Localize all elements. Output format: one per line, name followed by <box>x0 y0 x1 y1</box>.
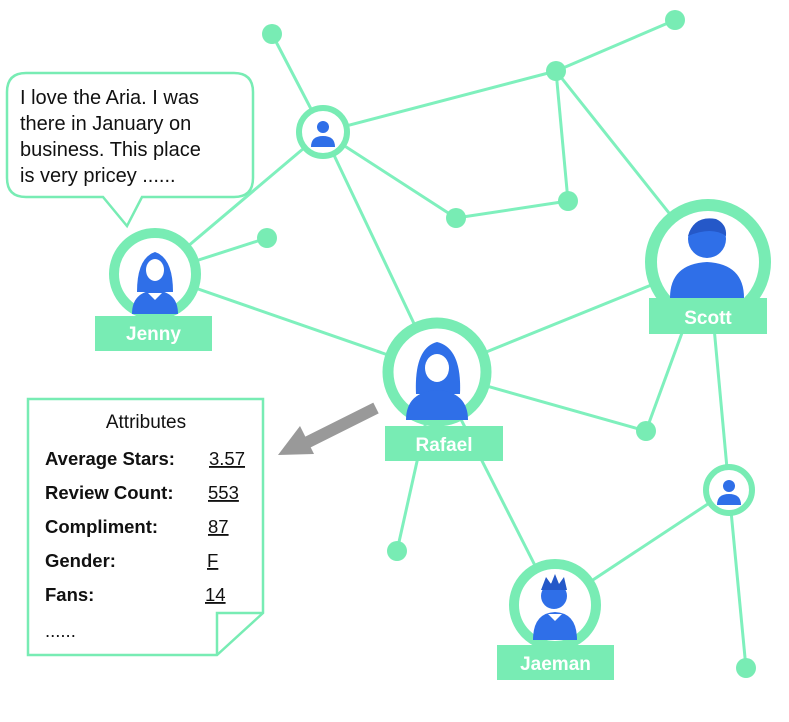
edge <box>455 199 569 220</box>
attributes-more: ...... <box>45 620 76 641</box>
pointer-arrow <box>278 402 379 455</box>
graph-node-dot <box>665 10 685 30</box>
edge <box>727 489 748 669</box>
attribute-key: Compliment: <box>45 516 158 537</box>
edge <box>322 69 557 134</box>
user-node-jenny[interactable]: Jenny <box>95 228 212 351</box>
name-label-rafael: Rafael <box>415 435 472 456</box>
attribute-key: Gender: <box>45 550 116 571</box>
bubble-line: there in January on <box>20 113 191 135</box>
graph-node-dot <box>736 658 756 678</box>
attribute-value: 553 <box>208 482 239 503</box>
user-node-jaeman[interactable]: Jaeman <box>497 559 614 680</box>
attribute-key: Fans: <box>45 584 94 605</box>
review-speech-bubble: I love the Aria. I was there in January … <box>5 71 255 229</box>
user-node-scott[interactable]: Scott <box>645 199 771 334</box>
user-node-rafael[interactable]: Rafael <box>382 317 503 461</box>
bubble-line: I love the Aria. I was <box>20 87 199 109</box>
attribute-value: 14 <box>205 584 226 605</box>
graph-node-dot <box>636 421 656 441</box>
graph-node-dot <box>262 24 282 44</box>
graph-node-dot <box>257 228 277 248</box>
attribute-value: 87 <box>208 516 229 537</box>
attribute-key: Average Stars: <box>45 448 175 469</box>
edge <box>554 70 570 202</box>
attributes-card: Attributes Average Stars: 3.57 Review Co… <box>26 397 265 657</box>
name-label-jaeman: Jaeman <box>520 654 591 675</box>
attributes-title: Attributes <box>106 412 186 433</box>
attribute-value: F <box>207 550 218 571</box>
name-label-scott: Scott <box>684 308 732 329</box>
graph-dots <box>257 10 756 678</box>
user-node-right[interactable] <box>703 464 755 516</box>
attribute-key: Review Count: <box>45 482 173 503</box>
name-label-jenny: Jenny <box>126 324 181 345</box>
bubble-line: is very pricey ...... <box>20 165 176 187</box>
user-node-top[interactable] <box>296 105 350 159</box>
attribute-value: 3.57 <box>209 448 245 469</box>
female-user-icon <box>132 252 178 314</box>
female-user-icon <box>406 342 468 420</box>
edge <box>555 18 676 73</box>
male-user-icon <box>533 574 577 640</box>
male-user-icon <box>670 218 744 298</box>
graph-node-dot <box>387 541 407 561</box>
user-icon <box>717 480 741 505</box>
graph-node-dot <box>546 61 566 81</box>
graph-node-dot <box>446 208 466 228</box>
bubble-line: business. This place <box>20 139 201 161</box>
user-icon <box>311 121 335 147</box>
graph-node-dot <box>558 191 578 211</box>
